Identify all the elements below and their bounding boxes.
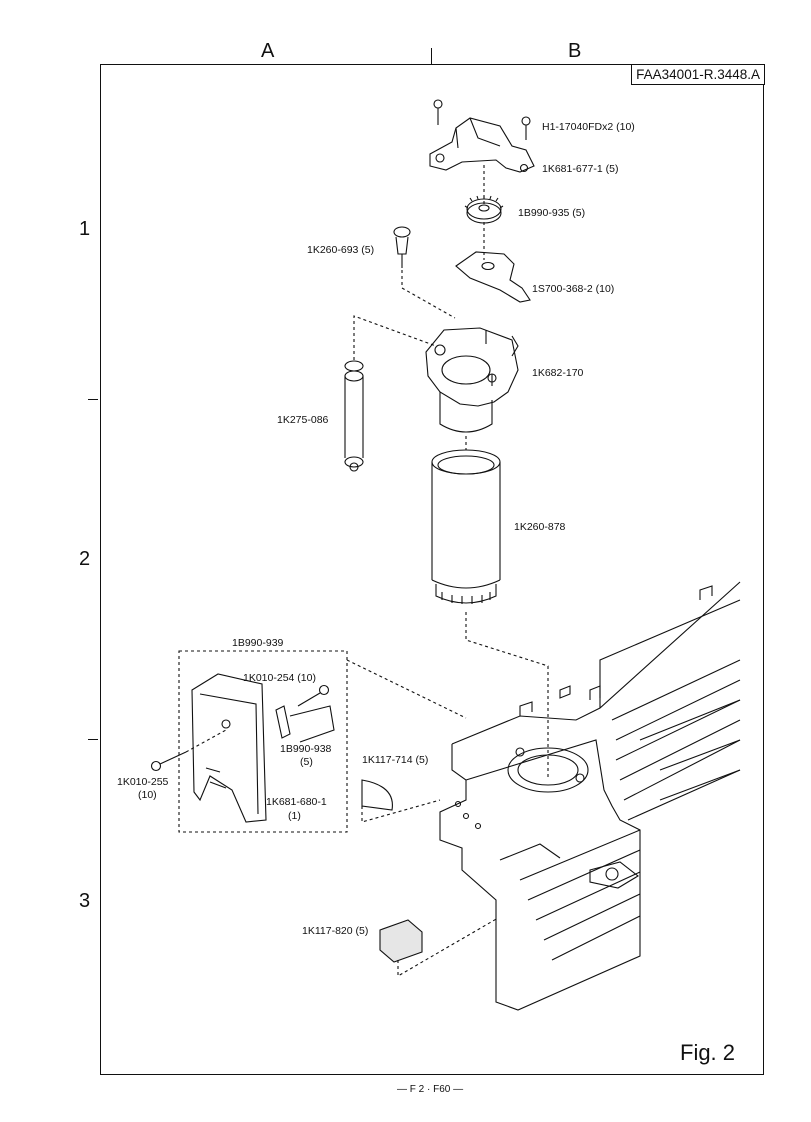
callout-screw-a: 1K010-254 (10) [243,672,316,684]
callout-pin-qty: (5) [300,756,313,768]
footer-dash-right: — [450,1084,464,1095]
footer-dash-left: — [397,1084,410,1095]
kit-box [178,650,348,833]
top-gear [464,195,504,224]
figure-label: Fig. 2 [680,1040,736,1065]
motor-housing [425,327,519,433]
pad [379,919,423,963]
row-divider-tick-2 [88,739,98,740]
callout-top-bracket: 1K681-677-1 (5) [542,163,619,175]
document-id-box: FAA34001-R.3448.A [631,64,765,85]
callout-shaft: 1K275-086 [277,414,329,426]
row-label-2: 2 [79,548,91,570]
plate [455,251,531,303]
tape [361,779,393,811]
callout-gear-top: 1B990-935 (5) [518,207,586,219]
top-bracket [429,117,535,173]
callout-pad: 1K117-820 (5) [302,925,369,937]
barrel [431,449,501,604]
callout-tape: 1K117-714 (5) [362,754,429,766]
callout-cover-qty: (1) [288,810,301,822]
column-label-b: B [568,40,582,62]
row-label-3: 3 [79,890,91,912]
column-divider-tick [431,48,432,64]
callout-screw-set: H1-17040FDx2 (10) [542,121,635,133]
cover [191,673,267,823]
callout-screw-b-qty: (10) [138,789,157,801]
screw-b [150,751,187,772]
callout-pin: 1B990-938 [280,743,332,755]
screw-top-left [433,99,443,125]
screw-a [297,684,330,707]
shaft [344,360,364,472]
callout-motor-housing: 1K682-170 [532,367,584,379]
screw-top-right [521,116,531,140]
pin [275,705,335,743]
callout-screw-b: 1K010-255 [117,776,169,788]
callout-kit: 1B990-939 [232,637,284,649]
callout-plate: 1S700-368-2 (10) [532,283,615,295]
page-footer: — F 2 · F60 — [397,1084,463,1095]
footer-page-ref: F 2 · F60 [409,1084,451,1095]
callout-cover: 1K681-680-1 [266,796,327,808]
drawing-frame [100,64,764,1075]
callout-barrel: 1K260-878 [514,521,566,533]
callout-small-gear: 1K260-693 (5) [307,244,375,256]
row-divider-tick-1 [88,399,98,400]
row-label-1: 1 [79,218,91,240]
small-gear [393,226,411,268]
column-label-a: A [261,40,275,62]
camera-body-frame [439,581,741,1011]
